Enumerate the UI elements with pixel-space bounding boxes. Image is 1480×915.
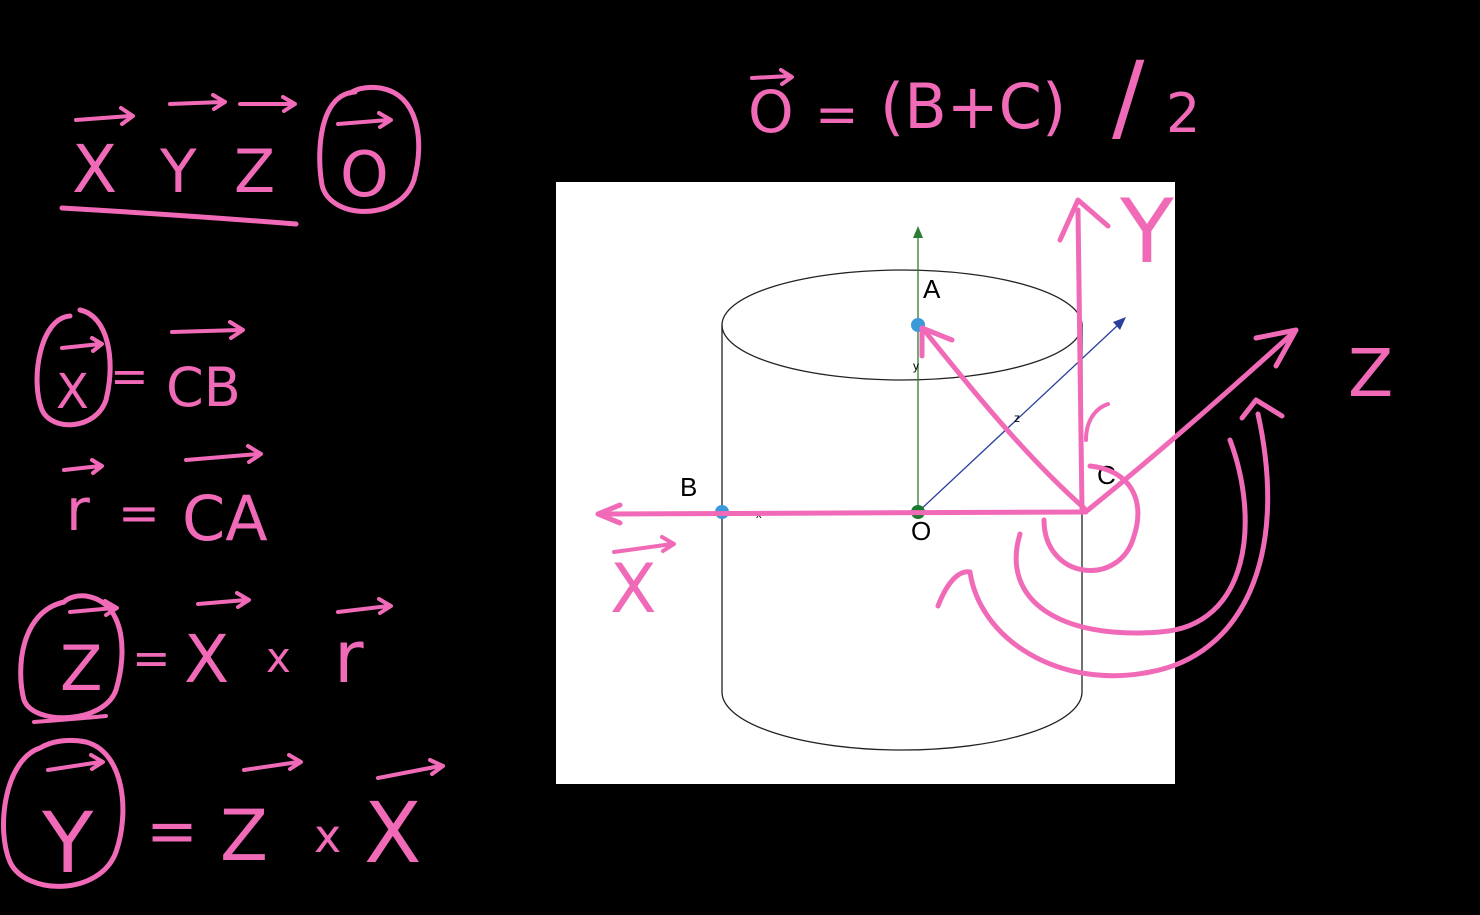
eq1-lhs: X	[56, 364, 89, 420]
y-axis-arrowhead	[913, 226, 923, 238]
eq4-op-a-arrow-icon	[242, 753, 303, 772]
eq2-rhs-arrow-icon	[184, 444, 263, 464]
annot-arc-small-head-icon	[1084, 402, 1110, 442]
basis-header: X Y Z O	[59, 85, 422, 227]
cylinder-bottom-arc	[721, 691, 1083, 751]
point-c-label: C	[1097, 460, 1116, 490]
basis-o: O	[340, 138, 389, 211]
equation-z: Z = X x r	[18, 591, 393, 724]
eq2-rhs: CA	[182, 482, 268, 555]
formula-slash: /	[1112, 41, 1145, 153]
annot-z-label: Z	[1348, 335, 1393, 412]
annot-x-axis-line	[597, 509, 1089, 517]
eq3-op-a-arrow-icon	[196, 591, 251, 609]
z-axis-arrowhead	[1113, 317, 1126, 330]
eq3-underline-icon	[32, 714, 108, 724]
annot-arc-medium-icon	[1013, 437, 1248, 636]
basis-x-arrow-icon	[74, 106, 135, 126]
formula-numerator: (B+C)	[880, 70, 1066, 143]
annot-r-vector-arrowhead-icon	[919, 325, 955, 359]
basis-z-arrow-icon	[238, 95, 297, 113]
formula-o: O	[748, 78, 794, 146]
eq3-equals: =	[132, 631, 171, 685]
eq4-op-b-arrow-icon	[376, 758, 445, 780]
basis-o-circle-icon	[317, 85, 422, 214]
annot-z-axis-line	[1085, 329, 1297, 513]
eq1-lhs-circle-icon	[34, 307, 113, 428]
annot-arc-large-icon	[935, 411, 1271, 679]
cylinder-diagram: y z x A B C O	[556, 182, 1175, 784]
basis-y: Y	[159, 137, 197, 207]
annot-arc-large-head-icon	[1239, 397, 1285, 421]
eq4-lhs: Y	[41, 794, 94, 892]
y-axis-small-label: y	[913, 359, 919, 373]
eq1-rhs-arrow-icon	[170, 320, 245, 340]
basis-x: X	[72, 131, 117, 208]
basis-o-arrow-icon	[336, 111, 393, 129]
eq4-lhs-circle-icon	[1, 737, 126, 889]
eq1-lhs-arrow-icon	[60, 336, 104, 353]
eq4-equals: =	[146, 794, 198, 867]
point-b-label: B	[680, 472, 697, 502]
diagram-panel	[556, 182, 1175, 784]
z-axis-line	[917, 324, 1119, 513]
equation-y: Y = Z x X	[1, 737, 445, 892]
equation-r: r = CA	[62, 444, 268, 555]
annot-y-axis-arrowhead-icon	[1057, 197, 1111, 243]
eq1-rhs: CB	[166, 356, 241, 419]
eq4-op-b: X	[364, 784, 422, 882]
eq3-lhs: Z	[60, 632, 102, 705]
eq3-times: x	[266, 633, 291, 682]
formula-equals: =	[815, 85, 859, 145]
eq3-op-a: X	[184, 621, 229, 698]
eq3-op-b-arrow-icon	[336, 597, 393, 615]
basis-y-arrow-icon	[168, 93, 227, 111]
eq3-lhs-circle-icon	[18, 593, 125, 721]
eq4-lhs-arrow-icon	[46, 753, 105, 772]
eq4-op-a: Z	[220, 795, 268, 877]
eq2-lhs-arrow-icon	[62, 458, 104, 475]
z-axis-small-label: z	[1014, 411, 1020, 425]
annot-x-axis-arrowhead-icon	[595, 502, 623, 526]
eq1-equals: =	[110, 349, 149, 403]
point-a-label: A	[923, 274, 941, 304]
origin-label: O	[911, 516, 931, 546]
midpoint-formula: O = (B+C) / 2	[748, 41, 1200, 153]
formula-o-arrow-icon	[750, 68, 794, 86]
basis-underline-icon	[59, 205, 299, 227]
annot-arc-small-icon	[1041, 463, 1141, 573]
basis-z: Z	[234, 137, 275, 207]
eq2-lhs: r	[66, 476, 90, 544]
annot-y-label: Y	[1119, 180, 1174, 283]
eq3-op-b: r	[334, 615, 364, 699]
diagram-annotations: X Y Z	[595, 180, 1393, 679]
annot-r-vector-line	[921, 327, 1087, 511]
eq2-equals: =	[118, 484, 160, 542]
annot-z-axis-arrowhead-icon	[1253, 327, 1299, 369]
formula-denominator: 2	[1166, 82, 1200, 145]
eq3-lhs-arrow-icon	[68, 599, 119, 617]
equation-x: X = CB	[34, 307, 245, 428]
annot-x-label: X	[610, 550, 657, 629]
annot-y-axis-line	[1075, 207, 1085, 513]
eq4-times: x	[314, 809, 341, 863]
annot-x-label-arrow-icon	[612, 535, 676, 554]
